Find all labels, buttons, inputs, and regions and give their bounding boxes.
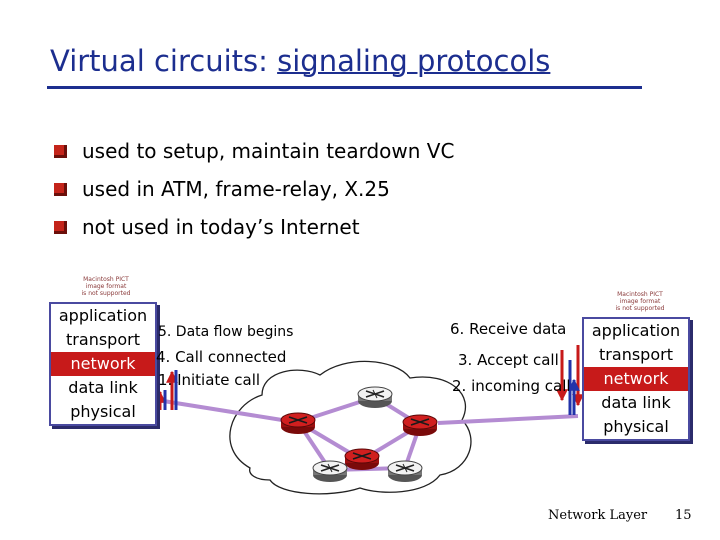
bullet-item: used in ATM, frame-relay, X.25 xyxy=(52,174,454,212)
layer-data-link: data link xyxy=(601,393,671,412)
router-icon xyxy=(387,460,423,483)
layer-physical: physical xyxy=(603,417,669,436)
bullet-square-icon xyxy=(54,221,67,234)
bullet-list: used to setup, maintain teardown VC used… xyxy=(52,136,454,250)
router-icon xyxy=(402,414,438,437)
step-receive-data: 6. Receive data xyxy=(450,320,567,338)
router-icon xyxy=(312,460,348,483)
left-host-link xyxy=(156,398,283,422)
left-signal-arrows xyxy=(154,370,178,410)
step-incoming-call: 2. incoming call xyxy=(452,377,571,395)
bullet-item: not used in today’s Internet xyxy=(52,212,454,250)
slide-title: Virtual circuits: signaling protocols xyxy=(50,44,650,78)
title-underline-rule xyxy=(47,86,642,89)
step-initiate-call: 1. Initiate call xyxy=(158,371,261,389)
router-icon xyxy=(280,412,316,435)
layer-transport: transport xyxy=(66,330,140,349)
title-emphasis: signaling protocols xyxy=(277,44,551,78)
unsupported-image-placeholder: Macintosh PICT image format is not suppo… xyxy=(615,291,665,312)
right-host-link xyxy=(437,414,579,425)
bullet-square-icon xyxy=(54,183,67,196)
layer-physical: physical xyxy=(70,402,136,421)
footer-section-label: Network Layer xyxy=(548,508,648,523)
layer-data-link: data link xyxy=(68,378,138,397)
right-signal-arrows xyxy=(556,345,584,415)
layer-application: application xyxy=(591,321,681,340)
bullet-square-icon xyxy=(54,145,67,158)
layer-network: network xyxy=(584,367,688,391)
right-protocol-stack: application transport network data link … xyxy=(582,317,690,441)
layer-application: application xyxy=(58,306,148,325)
router-icon xyxy=(357,386,393,409)
page-number: 15 xyxy=(675,508,692,523)
step-call-connected: 4. Call connected xyxy=(156,348,287,366)
left-protocol-stack: application transport network data link … xyxy=(49,302,157,426)
layer-transport: transport xyxy=(599,345,673,364)
router-icon xyxy=(344,448,380,471)
network-cloud xyxy=(229,360,472,495)
step-data-flow-begins: 5. Data flow begins xyxy=(158,324,294,340)
title-prefix: Virtual circuits: xyxy=(50,44,278,78)
step-accept-call: 3. Accept call xyxy=(458,351,559,369)
bullet-item: used to setup, maintain teardown VC xyxy=(52,136,454,174)
layer-network: network xyxy=(51,352,155,376)
unsupported-image-placeholder: Macintosh PICT image format is not suppo… xyxy=(81,276,131,297)
